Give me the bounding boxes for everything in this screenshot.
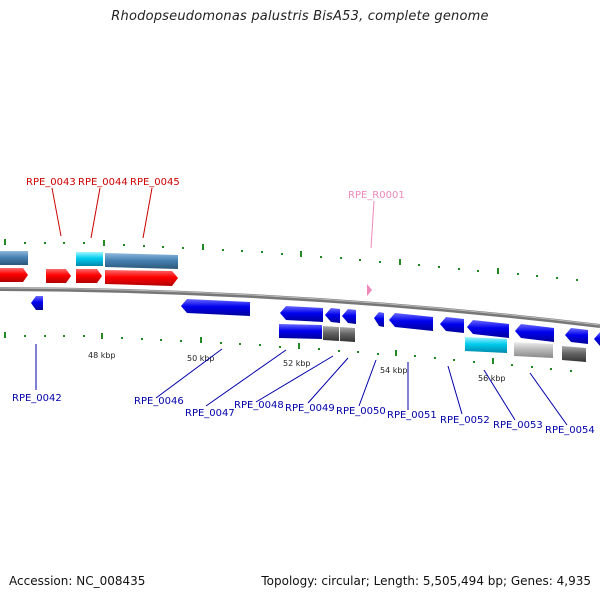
outer-forward-genes [0,251,178,269]
map-title: Rhodopseudomonas palustris BisA53, compl… [111,9,489,24]
kbp-tick-52: 52 kbp [283,359,311,368]
label-RPE_R0001[interactable]: RPE_R0001 [348,190,405,201]
label-RPE_0046[interactable]: RPE_0046 [134,396,184,407]
gene-lightgray-outer-RPE_0053[interactable] [514,342,553,358]
gene-gray-outer-RPE_0049[interactable] [340,327,355,342]
label-RPE_0047[interactable]: RPE_0047 [185,408,235,419]
label-RPE_0049[interactable]: RPE_0049 [285,403,335,414]
gene-blue-RPE_0050[interactable] [374,312,384,327]
gene-gray-outer-RPE_0054[interactable] [562,346,586,362]
label-RPE_0052[interactable]: RPE_0052 [440,415,490,426]
outer-reverse-genes [279,324,586,362]
label-RPE_0043[interactable]: RPE_0043 [26,177,76,188]
gene-blue-outer-RPE_0047[interactable] [279,324,322,339]
label-RPE_0054[interactable]: RPE_0054 [545,425,595,436]
kbp-tick-56: 56 kbp [478,374,506,383]
label-RPE_0045[interactable]: RPE_0045 [130,177,180,188]
gene-steel-RPE_0045[interactable] [105,253,178,269]
genome-backbone [0,287,600,328]
gene-blue-RPE_0053[interactable] [467,320,509,338]
gene-cyan-outer-RPE_0052[interactable] [465,337,507,353]
gene-red-RPE_0045[interactable] [105,270,178,286]
rrna-marker-RPE_R0001[interactable] [367,284,372,296]
gene-red-left[interactable] [0,268,28,282]
gene-blue-RPE_0047[interactable] [280,306,323,322]
gene-blue-RPE_0051[interactable] [389,313,433,331]
label-RPE_0050[interactable]: RPE_0050 [336,406,386,417]
gene-blue-RPE_0049[interactable] [342,309,356,324]
gene-blue-right-edge[interactable] [594,332,600,346]
gene-gray-outer-RPE_0048[interactable] [323,326,339,341]
gene-blue-RPE_0042[interactable] [31,296,43,310]
label-RPE_0053[interactable]: RPE_0053 [493,420,543,431]
forward-genes [0,268,178,286]
gene-blue-RPE_0054b[interactable] [565,328,588,344]
gene-red-RPE_0044[interactable] [76,269,102,283]
genome-stats-text: Topology: circular; Length: 5,505,494 bp… [261,574,591,588]
accession-text: Accession: NC_008435 [9,574,146,588]
gene-steel-left[interactable] [0,251,28,265]
kbp-tick-50: 50 kbp [187,354,215,363]
label-RPE_0044[interactable]: RPE_0044 [78,177,128,188]
label-RPE_0048[interactable]: RPE_0048 [234,400,284,411]
gene-blue-RPE_0054a[interactable] [515,324,554,342]
gene-blue-RPE_0048[interactable] [325,308,340,323]
kbp-tick-54: 54 kbp [380,366,408,375]
ticks-below [4,332,572,372]
label-RPE_0042[interactable]: RPE_0042 [12,393,62,404]
label-RPE_0051[interactable]: RPE_0051 [387,410,437,421]
gene-blue-RPE_0052[interactable] [440,317,464,333]
reverse-genes [31,296,600,346]
gene-red-RPE_0043[interactable] [46,269,71,283]
kbp-tick-48: 48 kbp [88,351,116,360]
gene-cyan-RPE_0044[interactable] [76,252,103,266]
ticks-above [4,239,578,281]
gene-blue-RPE_0046[interactable] [181,299,250,316]
